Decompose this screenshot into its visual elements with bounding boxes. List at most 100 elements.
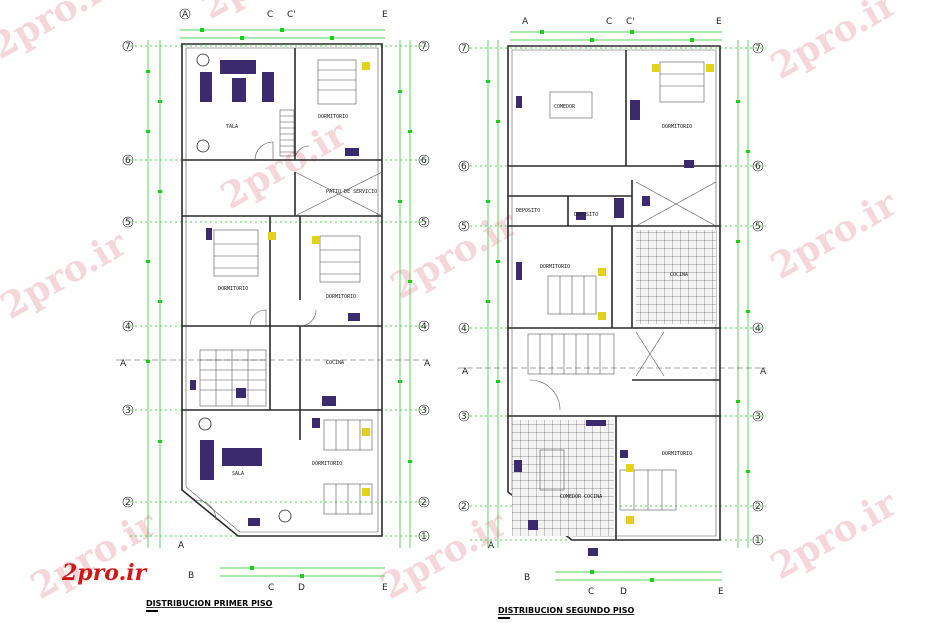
axis-label: A bbox=[178, 541, 185, 551]
room-label: DORMITORIO bbox=[312, 461, 342, 467]
axis-label: B bbox=[188, 571, 194, 581]
room-label: PATIO DE SERVICIO bbox=[326, 189, 377, 195]
svg-text:3: 3 bbox=[125, 406, 131, 416]
svg-text:4: 4 bbox=[421, 322, 427, 332]
axis-label: A bbox=[488, 541, 495, 551]
axis-label: C bbox=[588, 587, 594, 597]
axis-label: C bbox=[267, 10, 273, 20]
axis-label: A bbox=[522, 17, 529, 27]
grid-axis-markers: A C C' E A B C D E 7 6 5 4 3 2 7 6 5 4 3… bbox=[116, 8, 431, 593]
room-label: TALA bbox=[226, 124, 238, 130]
svg-text:7: 7 bbox=[125, 42, 131, 52]
watermark: 2pro.ir bbox=[764, 182, 905, 288]
interior-walls bbox=[182, 48, 383, 440]
dining-tile-floor bbox=[512, 420, 614, 536]
plant-icon bbox=[196, 53, 292, 523]
section-marker: A bbox=[462, 367, 469, 377]
axis-label: D bbox=[298, 583, 305, 593]
plan-title: DISTRIBUCION SEGUNDO PISO bbox=[498, 606, 635, 615]
room-label: DORMITORIO bbox=[218, 286, 248, 292]
axis-label: C' bbox=[626, 17, 635, 27]
room-label: COMEDOR bbox=[554, 104, 576, 110]
svg-text:3: 3 bbox=[421, 406, 427, 416]
room-label: COCINA bbox=[670, 272, 688, 278]
svg-text:2: 2 bbox=[125, 498, 131, 508]
room-label: COMEDOR COCINA bbox=[560, 494, 602, 500]
bed-furniture bbox=[539, 61, 705, 511]
watermark: 2pro.ir bbox=[384, 202, 525, 308]
svg-text:5: 5 bbox=[461, 222, 467, 232]
svg-text:6: 6 bbox=[125, 156, 131, 166]
room-label: DORMITORIO bbox=[662, 124, 692, 130]
axis-label: E bbox=[716, 17, 722, 27]
svg-text:7: 7 bbox=[461, 44, 467, 54]
svg-text:5: 5 bbox=[125, 218, 131, 228]
room-label: DORMITORIO bbox=[540, 264, 570, 270]
svg-text:1: 1 bbox=[755, 536, 761, 546]
axis-label: A bbox=[182, 10, 189, 20]
watermark: 2pro.ir bbox=[0, 0, 125, 68]
watermark: 2pro.ir bbox=[24, 502, 165, 608]
room-labels: COMEDOR DORMITORIO DEPOSITO DEPOSITO DOR… bbox=[516, 104, 692, 500]
room-label: DEPOSITO bbox=[516, 208, 540, 214]
axis-label: E bbox=[382, 583, 388, 593]
section-marker: A bbox=[424, 359, 431, 369]
stairs bbox=[527, 333, 615, 411]
room-label: DEPOSITO bbox=[574, 212, 598, 218]
watermark: 2pro.ir bbox=[764, 0, 905, 88]
watermark: 2pro.ir bbox=[194, 0, 335, 28]
svg-text:6: 6 bbox=[461, 162, 467, 172]
lamp-fixtures bbox=[268, 62, 370, 496]
svg-text:5: 5 bbox=[755, 222, 761, 232]
svg-text:2: 2 bbox=[755, 502, 761, 512]
section-marker: A bbox=[760, 367, 767, 377]
room-label: COCINA bbox=[326, 360, 344, 366]
svg-text:3: 3 bbox=[755, 412, 761, 422]
plan-second-floor: COMEDOR DORMITORIO DEPOSITO DEPOSITO DOR… bbox=[458, 17, 767, 619]
axis-label: E bbox=[718, 587, 724, 597]
svg-text:5: 5 bbox=[421, 218, 427, 228]
kitchen-tile-floor bbox=[636, 230, 716, 324]
svg-text:7: 7 bbox=[755, 44, 761, 54]
door-swings bbox=[195, 141, 317, 521]
watermark: 2pro.ir bbox=[374, 502, 515, 608]
svg-text:4: 4 bbox=[461, 324, 467, 334]
axis-label: C' bbox=[287, 10, 296, 20]
room-labels: TALA DORMITORIO PATIO DE SERVICIO DORMIT… bbox=[218, 114, 377, 477]
exterior-wall bbox=[507, 45, 721, 541]
axis-label: B bbox=[524, 573, 530, 583]
furniture-dark bbox=[514, 96, 694, 556]
room-label: SALA bbox=[232, 471, 244, 477]
axis-label: D bbox=[620, 587, 627, 597]
bed-furniture bbox=[213, 59, 373, 515]
grid-axis-markers: A C C' E A B C D E 7 6 5 4 3 2 7 6 5 4 3… bbox=[458, 17, 767, 597]
svg-text:7: 7 bbox=[421, 42, 427, 52]
site-logo: 2pro.ir bbox=[61, 560, 148, 586]
plan-first-floor: TALA DORMITORIO PATIO DE SERVICIO DORMIT… bbox=[116, 8, 431, 612]
svg-text:6: 6 bbox=[755, 162, 761, 172]
section-marker: A bbox=[120, 359, 127, 369]
logo-text: 2pro.ir bbox=[61, 560, 148, 586]
furniture-dark bbox=[190, 60, 360, 526]
plan-title: DISTRIBUCION PRIMER PISO bbox=[146, 599, 273, 608]
svg-text:2: 2 bbox=[421, 498, 427, 508]
exterior-wall bbox=[181, 43, 383, 537]
watermark-group: 2pro.ir 2pro.ir 2pro.ir 2pro.ir 2pro.ir … bbox=[0, 0, 905, 608]
watermark: 2pro.ir bbox=[0, 222, 135, 328]
axis-label: C bbox=[606, 17, 612, 27]
svg-text:4: 4 bbox=[755, 324, 761, 334]
svg-text:3: 3 bbox=[461, 412, 467, 422]
room-label: DORMITORIO bbox=[662, 451, 692, 457]
axis-label: E bbox=[382, 10, 388, 20]
room-label: DORMITORIO bbox=[326, 294, 356, 300]
lamp-fixtures bbox=[598, 64, 714, 524]
stairs bbox=[199, 109, 295, 407]
svg-text:1: 1 bbox=[421, 532, 427, 542]
room-label: DORMITORIO bbox=[318, 114, 348, 120]
svg-text:6: 6 bbox=[421, 156, 427, 166]
watermark: 2pro.ir bbox=[764, 482, 905, 588]
axis-label: C bbox=[268, 583, 274, 593]
svg-text:2: 2 bbox=[461, 502, 467, 512]
svg-text:4: 4 bbox=[125, 322, 131, 332]
